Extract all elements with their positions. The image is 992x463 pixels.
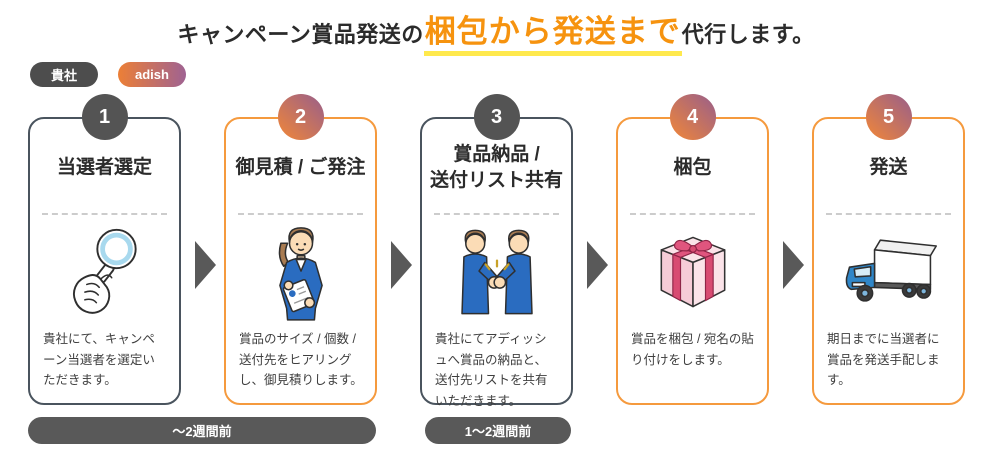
legend-company-badge: 貴社 [30,62,98,87]
divider [434,213,559,215]
step-number-badge: 1 [81,94,128,140]
step-title: 梱包 [673,157,712,179]
step-title: 賞品納品 / 送付リスト共有 [429,144,563,191]
step-card-5: 5 発送 期日までに当選者 [812,94,965,405]
legend-adish-badge: adish [118,62,186,87]
divider [238,213,363,215]
step-description: 貴社にて、キャンペーン当選者を選定いただきます。 [43,332,155,388]
step-description: 賞品のサイズ / 個数 / 送付先をヒアリングし、御見積りします。 [239,332,363,388]
step-number-badge: 4 [669,94,716,140]
gift-box-icon [618,219,767,325]
step-number-badge: 2 [277,94,324,140]
step-number-badge: 3 [473,94,520,140]
flow-arrow-icon [587,241,608,289]
step-description: 貴社にてアディッシュへ賞品の納品と、送付先リストを共有いただきます。 [435,332,548,408]
page-title: キャンペーン賞品発送の梱包から発送まで代行します。 [0,14,992,56]
title-prefix: キャンペーン賞品発送の [177,22,424,47]
step-card-4: 4 梱包 賞品を梱包 / 宛名の貼り付けをします。 [616,94,769,405]
step-title: 当選者選定 [56,157,152,179]
step-card-3: 3 賞品納品 / 送付リスト共有 [420,94,573,408]
estimate-staff-icon [226,219,375,325]
title-suffix: 代行します。 [681,22,815,47]
divider [42,213,167,215]
legend: 貴社 adish [30,62,186,87]
flow-arrow-icon [783,241,804,289]
divider [630,213,755,215]
timeline-pill-one-two-weeks: 1〜2週間前 [425,417,571,444]
divider [826,213,951,215]
flow-arrow-icon [391,241,412,289]
step-description: 賞品を梱包 / 宛名の貼り付けをします。 [631,332,754,367]
step-title: 御見積 / ご発注 [235,157,366,179]
magnifier-hand-icon [30,219,179,325]
handshake-icon [422,219,571,325]
step-description: 期日までに当選者に賞品を発送手配します。 [827,332,940,388]
step-title: 発送 [869,157,908,179]
title-highlight: 梱包から発送まで [423,14,682,56]
step-card-2: 2 御見積 / ご発注 [224,94,377,405]
step-number-badge: 5 [865,94,912,140]
timeline-pill-two-weeks: 〜2週間前 [28,417,376,444]
step-card-1: 1 当選者選定 貴社にて、キャンペーン当選者を選定いただきます。 [28,94,181,405]
flow-arrow-icon [195,241,216,289]
truck-icon [814,219,963,325]
